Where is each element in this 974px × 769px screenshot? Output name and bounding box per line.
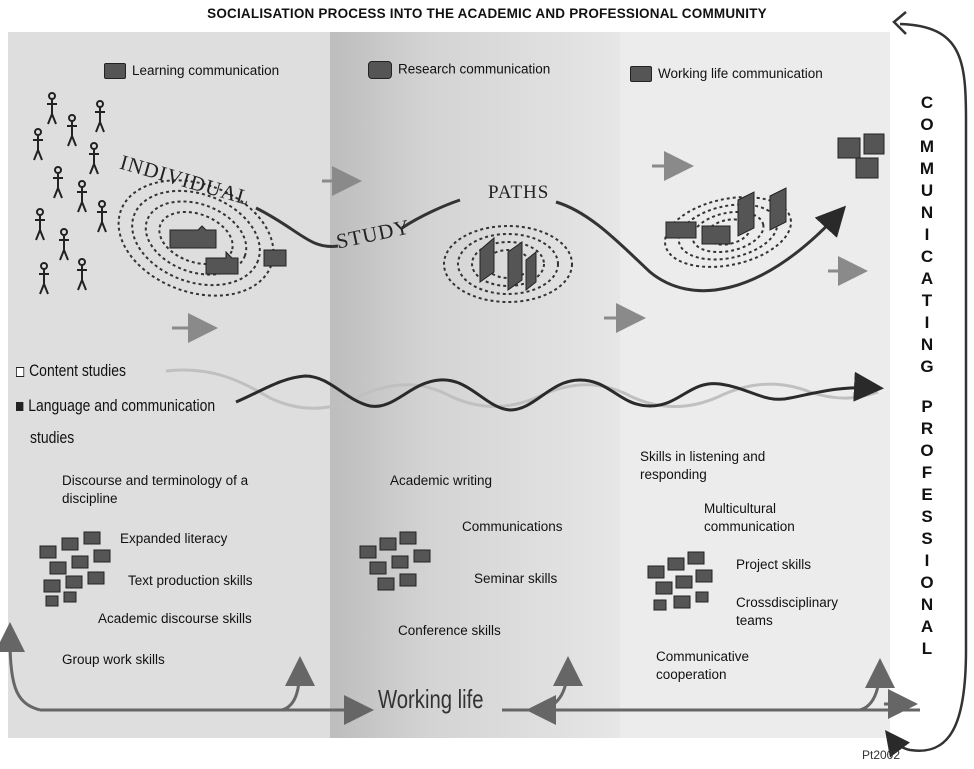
vertical-letter: N (920, 335, 934, 354)
vertical-letter: O (920, 573, 934, 592)
puzzle-cluster-learning (39, 531, 111, 607)
vertical-letter: I (924, 225, 930, 244)
vertical-letter: I (924, 313, 930, 332)
skill-conference: Conference skills (398, 623, 501, 638)
skill-crossdisciplinary: Crossdisciplinary teams (736, 595, 839, 628)
skill-communications: Communications (462, 519, 563, 534)
filled-square-icon (16, 402, 24, 412)
skill-project: Project skills (736, 557, 812, 572)
vertical-letter: M (919, 159, 935, 178)
stream-content: Content studies (16, 361, 126, 381)
skill-discourse: Discourse and terminology of a disciplin… (62, 473, 249, 506)
vertical-letter: P (921, 397, 933, 416)
vertical-letter: U (920, 181, 934, 200)
skill-seminar: Seminar skills (474, 571, 558, 586)
vertical-letter: M (919, 137, 935, 156)
language-wave (235, 371, 884, 412)
puzzle-icon (104, 63, 126, 80)
working-life-feedback (0, 622, 920, 725)
vertical-letter: O (920, 441, 934, 460)
puzzle-icon (368, 61, 392, 79)
legend-learning: Learning communication (104, 63, 279, 80)
progress-arrows (172, 151, 868, 343)
hollow-square-icon (16, 366, 25, 377)
puzzle-cluster-working (647, 551, 713, 611)
vertical-letter: T (921, 291, 933, 310)
study-path-curve (255, 200, 842, 293)
students-group (33, 92, 107, 295)
skill-multicultural: Multicultural communication (704, 501, 795, 534)
stream-language-cont: studies (30, 428, 75, 447)
content-wave (165, 368, 879, 410)
skill-academic-discourse: Academic discourse skills (98, 611, 252, 626)
skill-listening: Skills in listening and responding (640, 449, 766, 482)
vertical-letter: E (921, 485, 933, 504)
credit-label: Pt2002 (862, 748, 901, 762)
vertical-letter: L (921, 639, 933, 658)
panel-learning (8, 32, 330, 738)
skill-text-production: Text production skills (128, 573, 253, 588)
vertical-letter: A (920, 269, 934, 288)
vertical-letter: N (920, 595, 934, 614)
legend-research: Research communication (368, 61, 550, 79)
vertical-letter: A (920, 617, 934, 636)
loop-start-arrowhead (892, 11, 907, 35)
vertical-letter: C (920, 93, 934, 112)
vertical-letter: S (921, 507, 933, 526)
skill-cooperation: Communicative cooperation (656, 649, 750, 682)
puzzle-pieces-rings (169, 133, 885, 292)
legend-working: Working life communication (630, 66, 823, 83)
skill-academic-writing: Academic writing (390, 473, 493, 488)
skill-literacy: Expanded literacy (120, 531, 228, 546)
vertical-letter: R (920, 419, 934, 438)
professional-loop-arrow (884, 22, 968, 758)
vertical-letter: G (920, 357, 934, 376)
vertical-letter: C (920, 247, 934, 266)
stream-language: Language and communication (16, 396, 215, 416)
skill-group-work: Group work skills (62, 652, 165, 667)
vertical-letter: O (920, 115, 934, 134)
working-life-label: Working life (378, 684, 484, 714)
vertical-letter: F (921, 463, 933, 482)
vertical-letter: S (921, 529, 933, 548)
puzzle-cluster-research (359, 531, 431, 591)
puzzle-icon (630, 66, 652, 83)
path-word-paths: PATHS (488, 182, 550, 203)
diagram-title: SOCIALISATION PROCESS INTO THE ACADEMIC … (207, 6, 767, 21)
vertical-letter: I (924, 551, 930, 570)
vertical-letter: N (920, 203, 934, 222)
